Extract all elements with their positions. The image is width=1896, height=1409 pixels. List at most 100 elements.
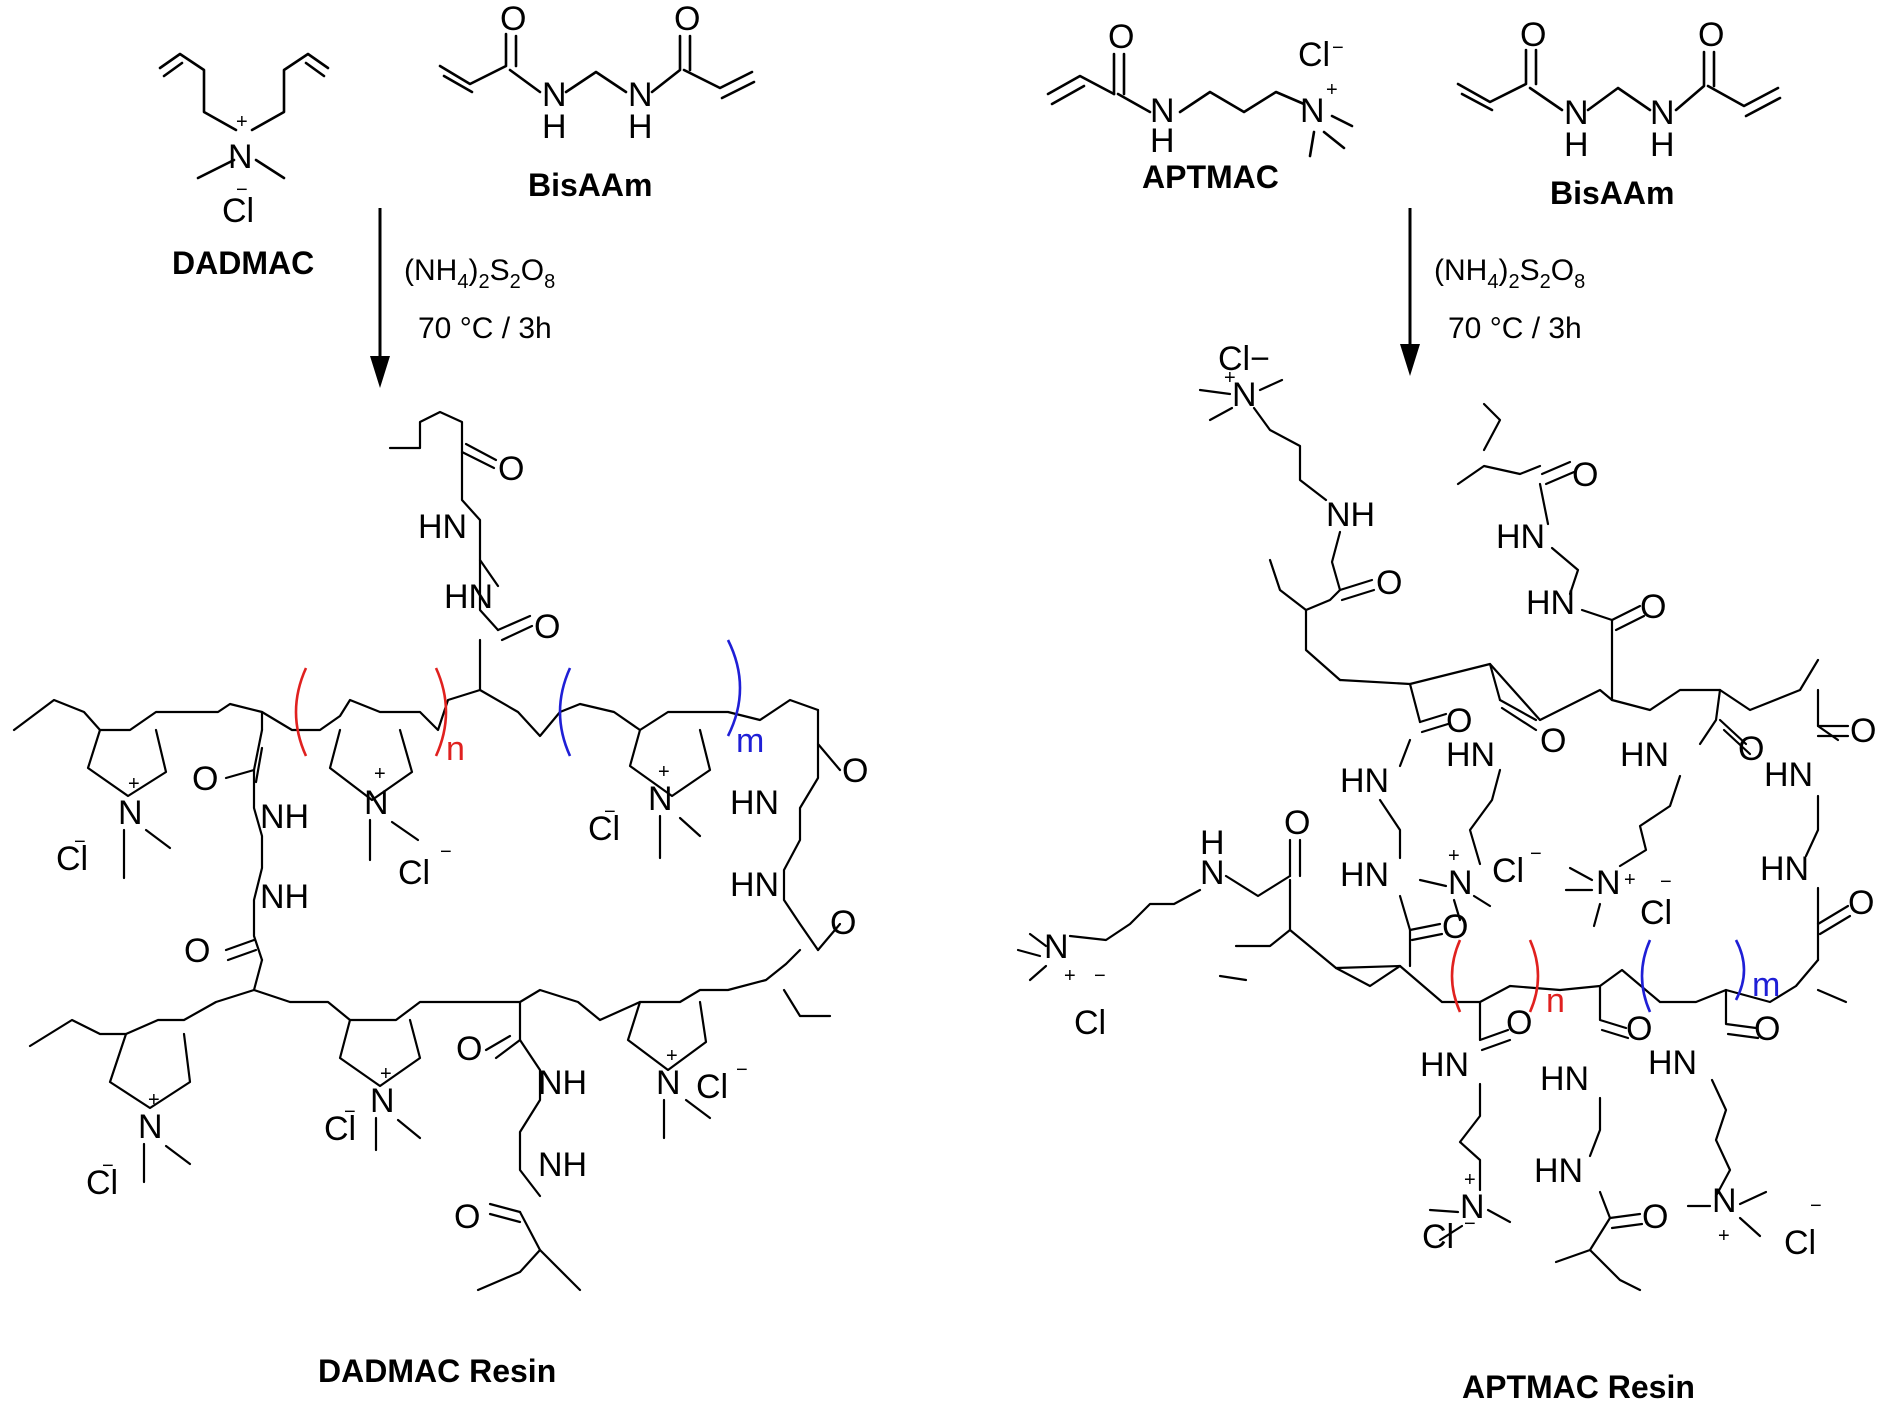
cl-low-q2-minus: − [1810,1195,1822,1217]
bisaam-structure-left: O O N H N H BisAAm [438,0,756,203]
repeat-n-left: n [446,730,465,768]
bisaam-o1: O [500,0,526,38]
o-ub-4: O [1850,712,1876,750]
repeat-m-right: m [1752,966,1780,1004]
n-ring-6: N [656,1064,681,1102]
cl-ring-3: Cl [588,810,620,848]
cl-ring-4: Cl [86,1164,118,1202]
o-ub-1: O [1446,702,1472,740]
nh-mid-left-1: NH [260,798,309,836]
bisaam-r-n2: N [1650,94,1675,132]
bracket-n-close-right [1528,939,1540,1013]
bisaam-h2: H [628,108,653,146]
o-low-2: O [1626,1010,1652,1048]
hn-low-2: HN [1540,1060,1589,1098]
cl-left-q: Cl [1074,1004,1106,1042]
o-top-1: O [498,450,524,488]
plus-ring-5: + [380,1063,392,1085]
reagent-right: (NH4)2S2O8 [1434,254,1585,293]
bracket-m-open-right [1640,939,1652,1013]
reaction-arrow-left: (NH4)2S2O8 70 °C / 3h [370,208,555,388]
nh-bottom-1: NH [538,1064,587,1102]
cl-mid-q1: Cl [1492,852,1524,890]
cl-ring-1: Cl [56,840,88,878]
bracket-n-open-right [1450,939,1462,1013]
hn-mid-right-1: HN [730,784,779,822]
dadmac-resin-network: O HN HN O N + N + N + Cl − Cl − Cl − n m [12,410,868,1389]
bracket-m-close-left [726,639,742,737]
bracket-m-open-left [558,667,572,757]
n-top-arm: N [1232,376,1257,414]
nh-top-arm: NH [1326,496,1375,534]
cl-mid-q2: Cl [1640,894,1672,932]
aptmac-n-plus: N [1300,92,1325,130]
o-tr-2: O [1640,588,1666,626]
bisaam-r-h1: H [1564,126,1589,164]
plus-low-q1: + [1464,1169,1476,1191]
hn-mid-5: HN [1764,756,1813,794]
bisaam-r-o1: O [1520,16,1546,54]
aptmac-h: H [1150,122,1175,160]
bisaam-structure-right: O O N H N H BisAAm [1456,16,1782,211]
n-left-arm: N [1200,854,1225,892]
bisaam-label-left: BisAAm [528,167,652,203]
dadmac-structure: N + Cl − DADMAC [158,52,330,281]
hn-top-2: HN [444,578,493,616]
plus-ring-4: + [148,1089,160,1111]
cl-ring-4-minus: − [102,1155,114,1177]
aptmac-resin-network: Cl− N + NH O O HN HN O O [1016,340,1876,1405]
n-ring-5: N [370,1082,395,1120]
hn-mid-4: HN [1620,736,1669,774]
o-low-3: O [1642,1198,1668,1236]
cl-low-q2: Cl [1784,1224,1816,1262]
bisaam-r-o2: O [1698,16,1724,54]
n-ring-3: N [648,780,673,818]
nh-bottom-2: NH [538,1146,587,1184]
aptmac-structure: O N H N + Cl − APTMAC [1046,18,1354,195]
hn-mid-right-2: HN [730,866,779,904]
cl-ring-3-minus: − [604,801,616,823]
hn-top-1: HN [418,508,467,546]
o-mid-left-2: O [184,932,210,970]
hn-mid-6: HN [1760,850,1809,888]
hn-tr-2: HN [1526,584,1575,622]
cl-ring-5: Cl [324,1110,356,1148]
hn-low-4: HN [1648,1044,1697,1082]
bisaam-n1: N [542,76,567,114]
dadmac-plus: + [236,111,248,133]
bracket-m-close-right [1734,939,1746,1001]
cl-mid-q1-minus: − [1530,843,1542,865]
plus-top-arm: + [1224,367,1236,389]
o-top-2: O [534,608,560,646]
n-ring-1: N [118,794,143,832]
n-mid-q1: N [1448,864,1473,902]
o-mid-3: O [1442,908,1468,946]
o-left-arm: O [1284,804,1310,842]
repeat-m-left: m [736,722,764,760]
plus-low-q2: + [1718,1225,1730,1247]
bisaam-r-h2: H [1650,126,1675,164]
plus-ring-3: + [658,761,670,783]
o-bottom-2: O [454,1198,480,1236]
aptmac-resin-label: APTMAC Resin [1462,1369,1695,1405]
reaction-arrow-right: (NH4)2S2O8 70 °C / 3h [1400,208,1585,376]
cl-ring-6-minus: − [736,1059,748,1081]
repeat-n-right: n [1546,982,1565,1020]
bracket-n-open-left [294,667,308,757]
o-mid-left-1: O [192,760,218,798]
n-mid-q2: N [1596,864,1621,902]
o-ub-3: O [1738,730,1764,768]
o-mid-6: O [1848,884,1874,922]
dadmac-label: DADMAC [172,245,314,281]
hn-mid-3: HN [1446,736,1495,774]
n-left-q: N [1044,928,1069,966]
n-ring-4: N [138,1108,163,1146]
bracket-n-close-left [434,667,448,757]
bisaam-n2: N [628,76,653,114]
hn-mid-2: HN [1340,856,1389,894]
cl-ring-2: Cl [398,854,430,892]
bisaam-o2: O [674,0,700,38]
dadmac-resin-label: DADMAC Resin [318,1353,556,1389]
o-ub-2: O [1540,722,1566,760]
